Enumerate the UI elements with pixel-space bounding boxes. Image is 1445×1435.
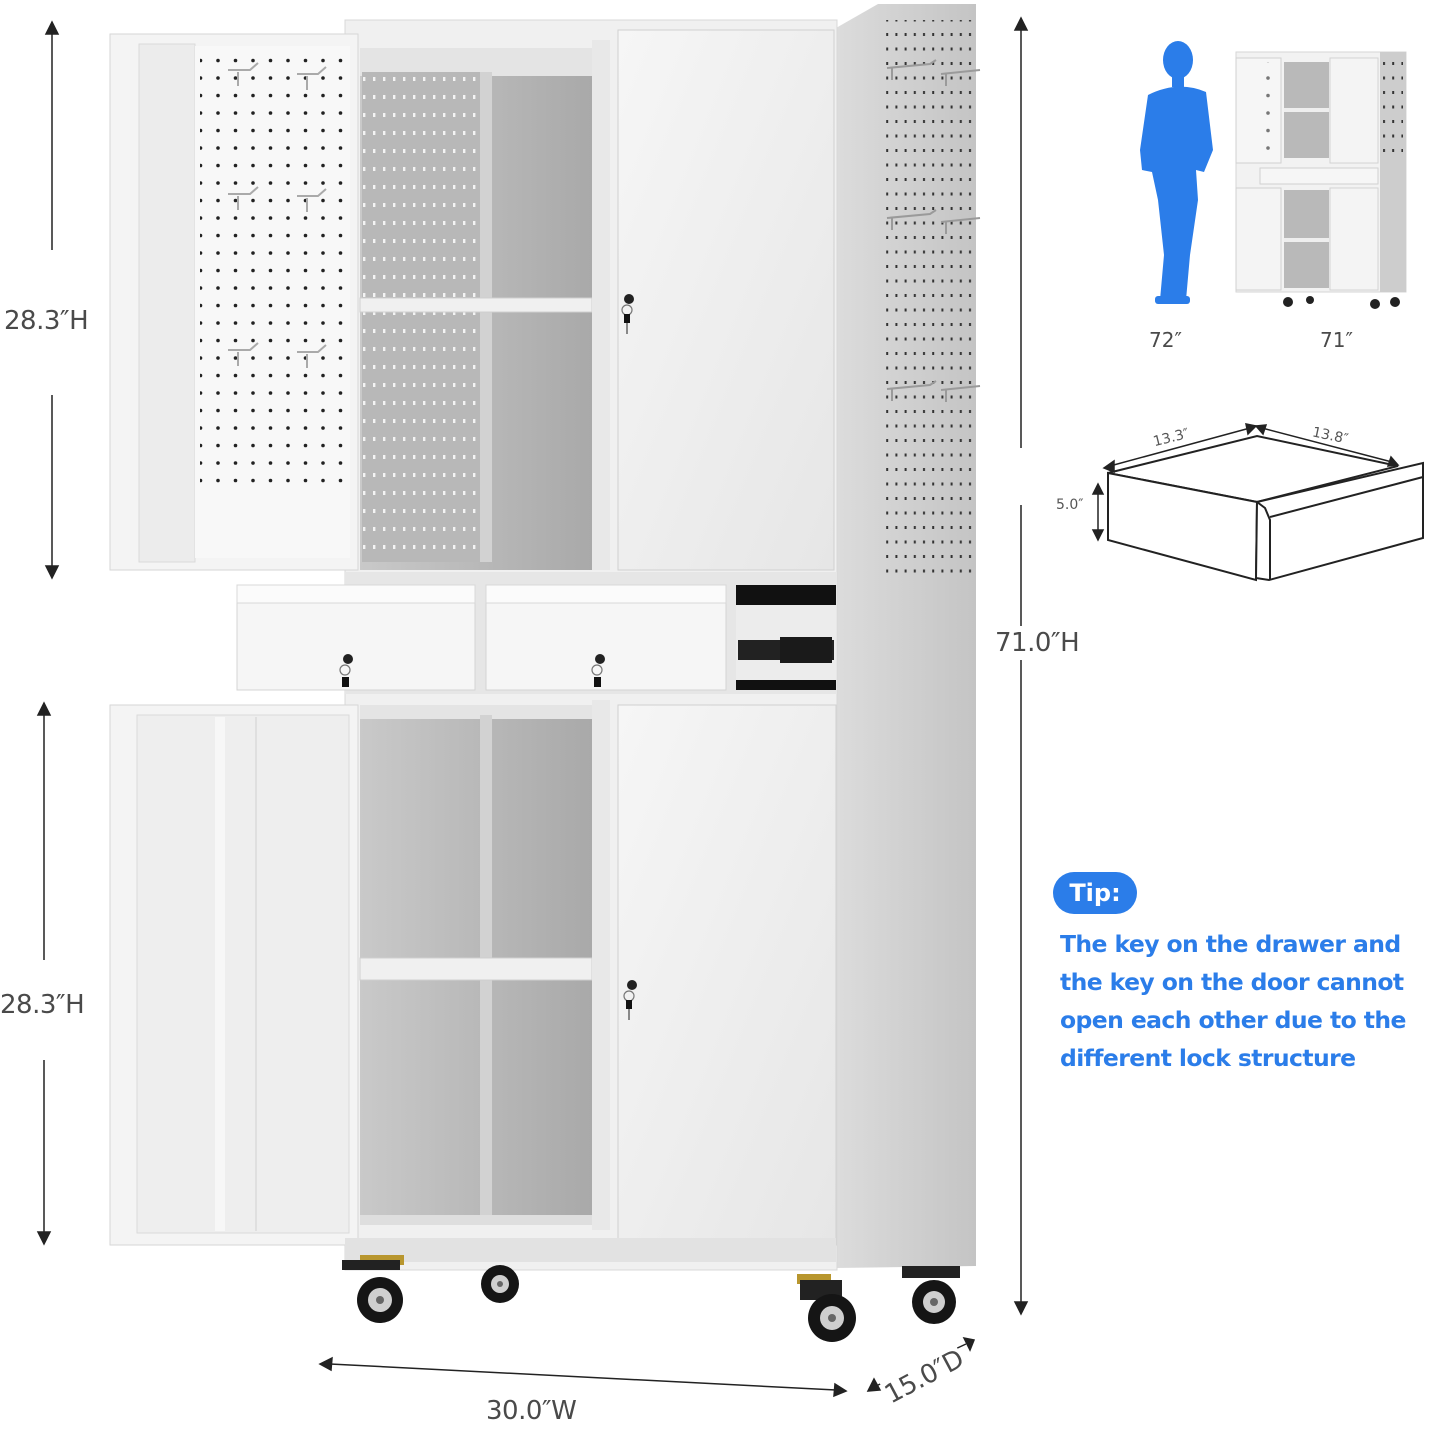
total-height-label: 71.0″H [995, 626, 1080, 660]
upper-shelf [359, 297, 593, 313]
person-silhouette-icon [1140, 41, 1213, 305]
lower-shelf [359, 957, 593, 981]
drawer-diagram [1107, 434, 1424, 582]
width-arrow [318, 1356, 848, 1398]
upper-height-label: 28.3″H [4, 304, 89, 338]
caster-wheels [342, 1255, 960, 1342]
drawer-right-lock-icon [591, 654, 605, 687]
tip-badge: Tip: [1053, 872, 1137, 914]
total-height-arrow [1013, 16, 1029, 1316]
lower-door-lock-icon [623, 980, 637, 1020]
upper-right-door [617, 29, 835, 571]
lower-height-label: 28.3″H [0, 988, 85, 1022]
lower-right-door [617, 704, 837, 1246]
drawer-left-lock-icon [339, 654, 353, 687]
lower-height-arrow [36, 701, 52, 1246]
upper-door-lock-icon [621, 294, 634, 334]
tip-text: The key on the drawer and the key on the… [1060, 925, 1445, 1077]
person-height-label: 72″ [1149, 328, 1182, 352]
tip-line: the key on the door cannot [1060, 968, 1404, 996]
upper-height-arrow [44, 20, 60, 580]
tip-line: different lock structure [1060, 1044, 1356, 1072]
tip-line: The key on the drawer and [1060, 930, 1401, 958]
tip-line: open each other due to the [1060, 1006, 1406, 1034]
width-label: 30.0″W [486, 1394, 577, 1428]
drawer-height-label: 5.0″ [1056, 497, 1084, 513]
cabinet-height-label: 71″ [1320, 328, 1353, 352]
mini-cabinet-thumbnail [1235, 51, 1407, 309]
